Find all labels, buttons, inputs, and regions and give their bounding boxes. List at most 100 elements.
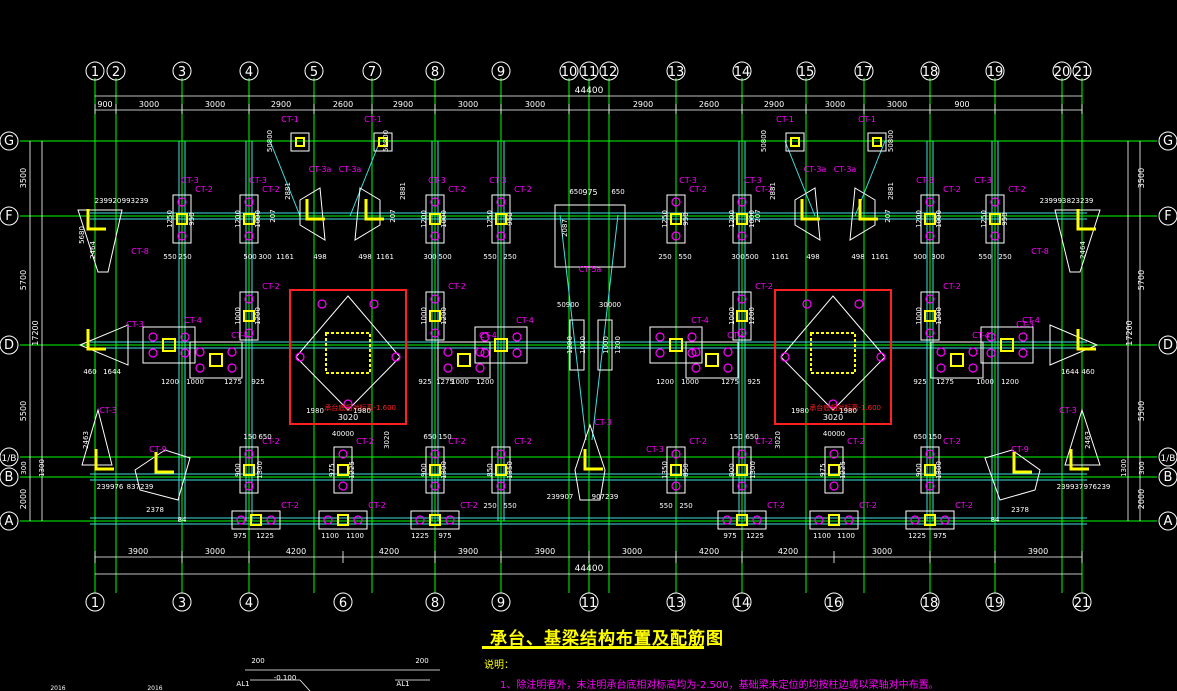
pile-cap [239,291,259,341]
dimension-text: 1250 [661,210,669,228]
dimension-text: 1161 [376,253,394,261]
dimension-text: 1300 [256,461,264,479]
cap-label: CT-1 [364,115,382,124]
dimension-text: 207 [389,209,397,222]
pile-icon [737,294,747,304]
column-section [705,353,719,367]
pile-icon [671,231,681,241]
dimension-text: 1200 [614,336,622,354]
axis-bubble-bottom [666,592,686,612]
dimension-text: 1200 [420,210,428,228]
dimension-text: 5680 [78,226,86,244]
column-section [1000,338,1014,352]
cap-label: CT-3 [646,445,664,454]
column-section [243,310,255,322]
axis-bubble-right [1158,335,1177,355]
pile-icon [968,363,978,373]
dimension-text: 1200 [748,307,756,325]
side-dim-text: 2000 [19,489,28,509]
column-section [1076,209,1096,231]
top-dim-text: 2900 [764,100,784,109]
dimension-text: 1000 [976,378,994,386]
pile-icon [369,299,379,309]
dimension-text: 900 [234,463,242,476]
pile-icon [227,363,237,373]
cap-label: CT-3a [834,165,857,174]
pile-icon [687,348,697,358]
pile-icon [244,481,254,491]
dimension-text: 1300 [440,461,448,479]
cap-label: CT-2 [262,437,280,446]
axis-label-top: 20 [1054,65,1071,80]
axis-label-top: 9 [497,65,505,80]
axis-bubble-left [0,131,19,151]
dimension-text: 30000 [599,301,621,309]
dimension-text: 207 [754,209,762,222]
pile-cap [649,326,703,364]
notes-heading: 说明： [484,660,514,671]
axis-bubble-top [732,61,752,81]
pile-cap [920,194,940,244]
cap-label: CT-3 [974,176,992,185]
pile-icon [876,352,886,362]
dimension-text: 1000 [748,210,756,228]
pile-icon [391,352,401,362]
cap-label: CT-2 [943,437,961,446]
dimension-text: 1225 [746,532,764,540]
pile-cap-polygon [984,449,1041,501]
pile-cap [980,326,1034,364]
dimension-text: 550 [678,253,691,261]
dimension-text: 239937 [1057,483,1084,491]
axis-bubble-top [491,61,511,81]
pile-cap [491,194,511,244]
elevation-note: 承台底相对标高-1.600 [324,403,396,412]
column-section [670,213,682,225]
cap-label: CT-2 [689,185,707,194]
column-section [295,137,305,147]
dimension-text: 239920 [95,197,122,205]
column-section [828,464,840,476]
cap-label: CT-2 [460,501,478,510]
top-dim-text: 3000 [139,100,159,109]
dimension-text: 1980 [353,407,371,415]
dimension-text: 650 [423,433,436,441]
axis-label-top: 5 [310,65,318,80]
cap-label: CT-3 [744,176,762,185]
cap-label: CT-2 [448,282,466,291]
dimension-text: 1980 [839,407,857,415]
foundation-beam [349,140,381,217]
bottom-dim-text: 4200 [286,547,306,556]
dimension-text: 1000 [579,336,587,354]
pile-icon [236,515,246,525]
column-section [1076,329,1096,351]
pile-cap-polygon [574,423,606,501]
pile-icon [177,197,187,207]
dimension-text: 500 [913,253,926,261]
dimension-text: 2881 [284,182,292,200]
dimension-text: 40000 [823,430,845,438]
dimension-text: 650 [258,433,271,441]
column-section [1069,449,1089,471]
axis-bubble-left [0,511,19,531]
side-dim-text: 5500 [1137,401,1146,421]
dimension-text: 1200 [254,307,262,325]
axis-bubble-bottom [239,592,259,612]
dimension-text: 1275 [436,378,454,386]
pile-icon [687,332,697,342]
cap-label: CT-1 [281,115,299,124]
pile-cap [425,446,445,494]
axis-label-top: 1 [91,65,99,80]
dimension-text: 925 [913,378,926,386]
column-section [736,514,748,526]
pile-cap [189,341,243,379]
column-section [337,514,349,526]
core-wall-section [810,332,856,374]
axis-label-right: A [1164,514,1173,529]
axis-label-right: F [1164,209,1171,224]
dimension-text: 250 [998,253,1011,261]
pile-cap-polygon [134,449,191,501]
top-total-dim: 44400 [575,86,604,96]
foundation-beam [559,214,587,441]
pile-cap [867,132,887,152]
